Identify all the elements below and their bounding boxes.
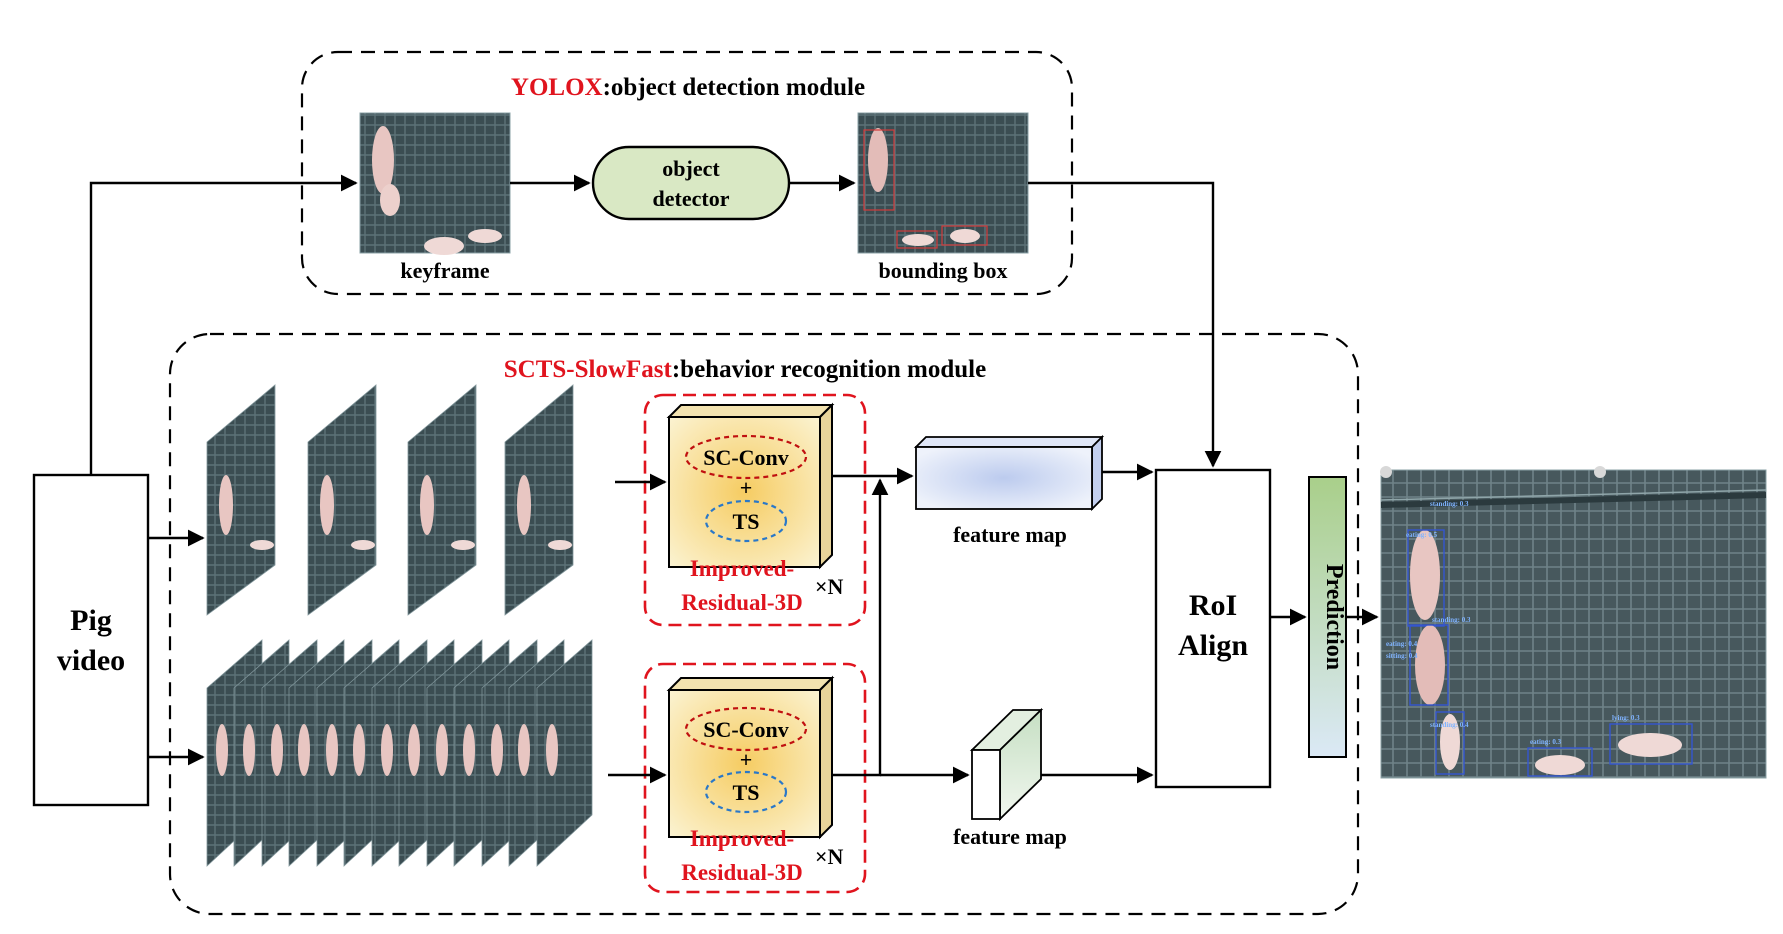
fast-plus-label: +	[740, 747, 753, 772]
fast-feature-map	[969, 707, 1044, 822]
slow-frame	[407, 384, 477, 616]
fast-block-repeat: ×N	[815, 844, 844, 869]
bbox-to-roi-arrow	[1028, 181, 1222, 468]
lateral-connection-arrow	[832, 478, 889, 777]
slow-frame	[504, 384, 574, 616]
keyframe-image	[359, 112, 511, 255]
slow-pathway-frames	[206, 384, 574, 616]
slow-sc-conv-ellipse	[684, 434, 808, 480]
fast-pathway-frames	[206, 639, 593, 867]
object-detector-label-line2: detector	[653, 186, 730, 211]
slowfast-title-red: SCTS-SlowFast	[504, 356, 673, 383]
slow-frame	[307, 384, 377, 616]
output-detection-label: eating: 0.3	[1530, 738, 1562, 746]
prediction-label: Prediction	[1321, 564, 1347, 670]
roi-align-label-line1: RoI	[1189, 589, 1237, 622]
slowfast-module-title: SCTS-SlowFast:behavior recognition modul…	[504, 356, 986, 383]
slow-block-repeat: ×N	[815, 574, 844, 599]
slow-plus-label: +	[740, 475, 753, 500]
roi-align-label-line2: Align	[1178, 629, 1248, 662]
yolox-module-title: YOLOX:object detection module	[511, 74, 865, 101]
output-detection-label: standing: 0.3	[1432, 616, 1471, 624]
output-detection-label: standing: 0.3	[1430, 500, 1469, 508]
pig-video-node	[32, 473, 150, 807]
yolox-title-rest: :object detection module	[603, 74, 865, 101]
connectors	[89, 174, 1379, 784]
output-detection-label: eating: 0.4	[1386, 640, 1418, 648]
bounding-box-label: bounding box	[878, 258, 1007, 283]
output-detection-label: eating: 0.5	[1406, 531, 1438, 539]
slowfast-title-rest: :behavior recognition module	[672, 356, 986, 383]
output-detection-label: standing: 0.4	[1430, 721, 1469, 729]
slow-block-name-line1: Improved-	[690, 556, 794, 581]
fast-sc-conv-ellipse	[684, 706, 808, 752]
slow-frame	[206, 384, 276, 616]
roi-align-node	[1154, 468, 1272, 789]
slow-block-name-line2: Residual-3D	[681, 590, 802, 615]
fast-sc-conv-label: SC-Conv	[703, 717, 789, 742]
yolox-title-red: YOLOX	[511, 74, 603, 101]
video-to-keyframe-arrow	[89, 174, 358, 475]
slow-feature-map	[913, 434, 1105, 512]
fast-frame	[536, 639, 593, 867]
slow-residual-block-boundary	[643, 393, 867, 627]
output-detection-image: standing: 0.3 eating: 0.5 standing: 0.3 …	[1380, 466, 1767, 779]
fast-feature-map-label: feature map	[953, 824, 1067, 849]
fast-block-name-line1: Improved-	[690, 826, 794, 851]
slow-sc-conv-label: SC-Conv	[703, 445, 789, 470]
object-detector-label-line1: object	[662, 156, 720, 181]
output-detection-label: sitting: 0.4	[1386, 652, 1418, 660]
pig-video-label-line1: Pig	[70, 604, 112, 637]
slow-ts-label: TS	[733, 509, 760, 534]
fast-residual-block-boundary	[643, 662, 867, 894]
yolox-module-boundary	[300, 50, 1074, 296]
keyframe-label: keyframe	[400, 258, 489, 283]
bounding-box-image	[857, 112, 1029, 254]
fast-ts-label: TS	[733, 780, 760, 805]
fast-ts-ellipse	[704, 770, 788, 814]
pig-video-label-line2: video	[57, 644, 125, 677]
fast-block-name-line2: Residual-3D	[681, 860, 802, 885]
slowfast-module-boundary	[168, 332, 1360, 916]
slow-feature-map-label: feature map	[953, 522, 1067, 547]
output-detection-label: lying: 0.3	[1612, 714, 1640, 722]
slow-ts-ellipse	[704, 499, 788, 543]
